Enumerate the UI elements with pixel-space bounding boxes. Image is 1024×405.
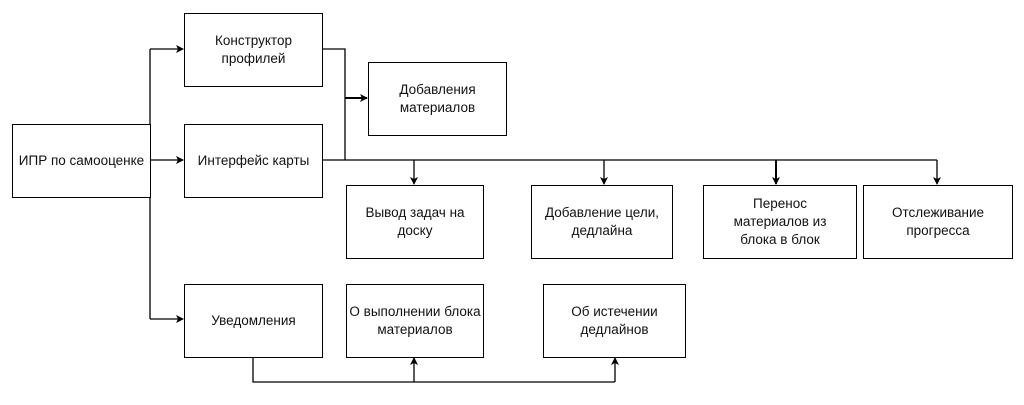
constructor-connector xyxy=(322,48,346,160)
node-interface: Интерфейс карты xyxy=(184,124,323,198)
node-constructor: Конструктор профилей xyxy=(184,13,323,87)
node-notifications: Уведомления xyxy=(184,284,323,358)
notifications-bus xyxy=(252,357,615,383)
node-add-goal: Добавление цели, дедлайна xyxy=(531,185,673,259)
node-deadline-expired: Об истечении дедлайнов xyxy=(543,284,686,358)
node-add-materials: Добавления материалов xyxy=(368,62,507,136)
node-move-materials: Перенос материалов из блока в блок xyxy=(703,185,857,259)
node-tasks-board: Вывод задач на доску xyxy=(346,185,484,259)
node-ipr: ИПР по самооценке xyxy=(12,124,151,198)
node-progress: Отслеживание прогресса xyxy=(863,185,1013,259)
node-block-done: О выполнении блока материалов xyxy=(346,284,484,358)
